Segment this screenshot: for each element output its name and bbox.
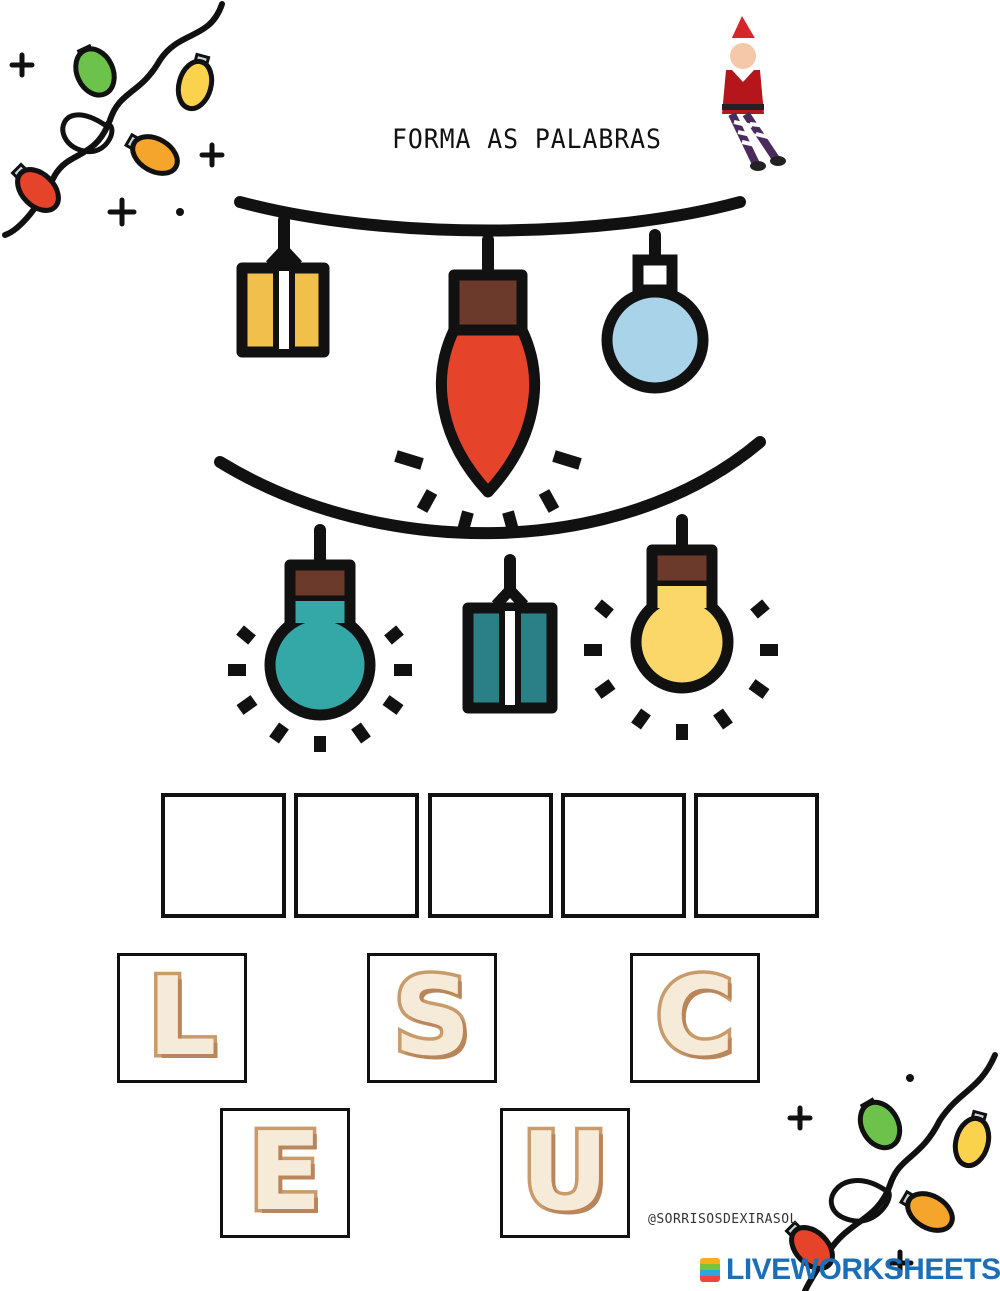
letter-tile-c[interactable]: C [630,953,760,1083]
tile-letter: S [390,955,475,1080]
liveworksheets-logo-icon [700,1258,720,1282]
answer-slot-4[interactable] [561,793,686,918]
hanging-ornaments-icon [214,196,778,752]
page-title: FORMA AS PALABRAS [392,124,662,155]
christmas-lights-icon [784,1052,998,1291]
answer-slot-3[interactable] [428,793,553,918]
tile-letter: U [518,1110,613,1235]
letter-tile-s[interactable]: S [367,953,497,1083]
tile-letter: L [144,955,220,1080]
christmas-lights-icon [2,1,225,238]
liveworksheets-logo: LIVEWORKSHEETS [700,1253,1000,1287]
tile-letter: C [652,955,738,1080]
answer-slot-2[interactable] [294,793,419,918]
letter-tile-u[interactable]: U [500,1108,630,1238]
brand-name: LIVEWORKSHEETS [726,1253,1000,1286]
answer-slot-5[interactable] [694,793,819,918]
elf-icon [722,16,786,171]
letter-tile-l[interactable]: L [117,953,247,1083]
author-credit: @SORRISOSDEXIRASOL [648,1212,798,1227]
letter-tile-e[interactable]: E [220,1108,350,1238]
answer-slot-1[interactable] [161,793,286,918]
tile-letter: E [245,1110,326,1235]
